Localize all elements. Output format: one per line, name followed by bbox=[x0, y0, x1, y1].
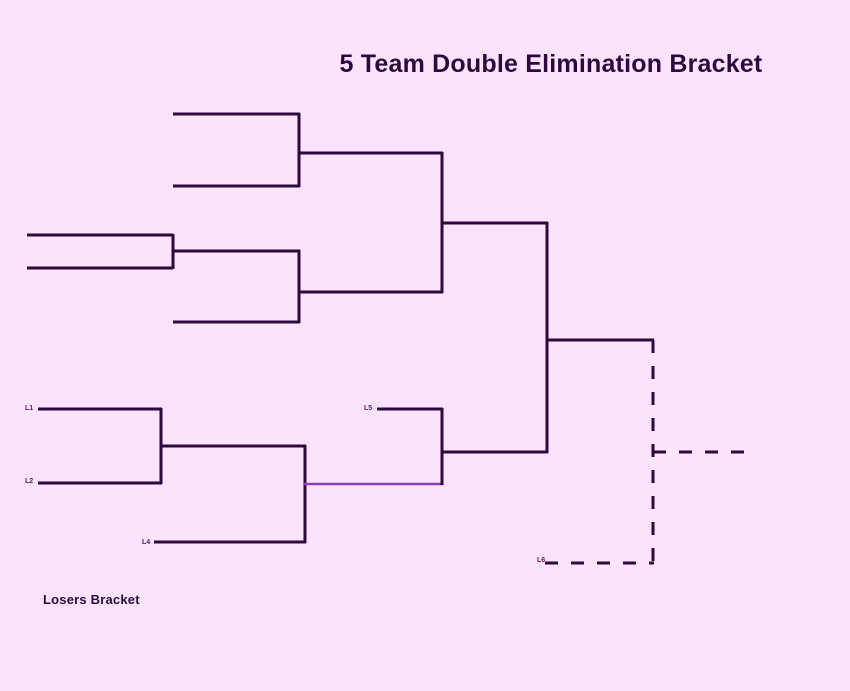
seed-label-l1: L1 bbox=[25, 405, 34, 412]
play-in-match bbox=[27, 233, 196, 270]
seed-label-l5: L5 bbox=[364, 405, 373, 412]
winners-round1-match-1 bbox=[173, 112, 301, 188]
page-title: 5 Team Double Elimination Bracket bbox=[339, 50, 763, 78]
winners-round1-match-2 bbox=[173, 249, 301, 324]
championship-group bbox=[545, 222, 752, 565]
losers-round2-match bbox=[154, 444, 443, 544]
losers-round3-match bbox=[377, 407, 548, 485]
losers-round1-match bbox=[38, 407, 163, 485]
winners-bracket-group bbox=[27, 112, 548, 324]
losers-bracket-group bbox=[38, 407, 548, 544]
seed-label-l2: L2 bbox=[25, 478, 34, 485]
if-necessary-game bbox=[545, 340, 752, 565]
seed-label-l4: L4 bbox=[142, 539, 151, 546]
winners-round2-match bbox=[299, 151, 548, 294]
seed-label-l6: L6 bbox=[537, 557, 546, 564]
losers-bracket-label: Losers Bracket bbox=[43, 592, 140, 607]
